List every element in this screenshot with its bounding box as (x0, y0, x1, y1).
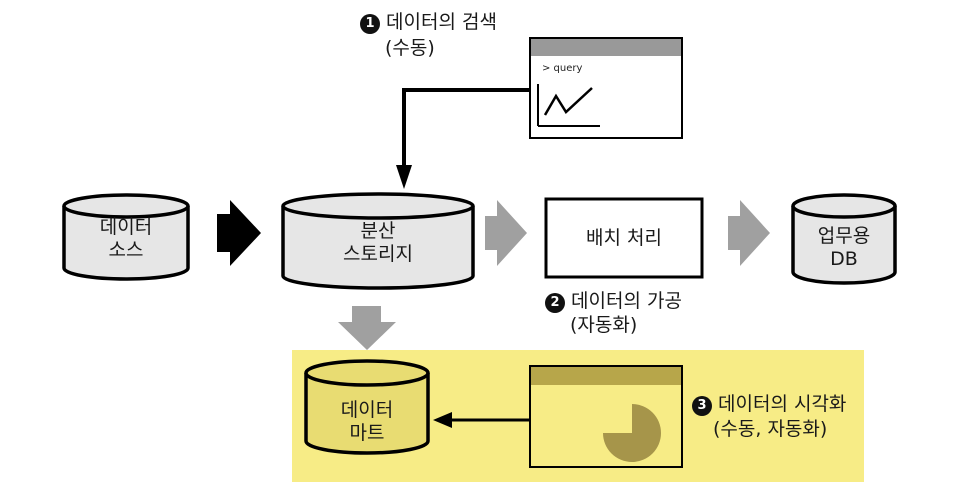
label-batch-processing: 배치 처리 (586, 227, 662, 249)
line-chart-icon (543, 87, 593, 116)
cylinder-distributed-storage (281, 192, 475, 290)
pie-chart-icon (603, 404, 661, 462)
arrow-source-to-storage (217, 200, 261, 266)
step-number-2: 2 (545, 293, 565, 313)
visualization-window (529, 365, 683, 468)
step-number-3: 3 (692, 396, 712, 416)
step-visualization-mode: (수동, 자동화) (713, 418, 828, 440)
step-search-mode: (수동) (385, 37, 435, 59)
step-number-1: 1 (360, 14, 380, 34)
arrow-storage-to-batch (485, 200, 527, 266)
arrow-search (402, 88, 530, 165)
cylinder-data-mart (304, 359, 430, 455)
arrow-search-head (396, 165, 412, 189)
batch-processing-box (544, 197, 704, 279)
arrow-storage-to-mart (338, 306, 396, 350)
arrow-batch-to-db (728, 200, 770, 266)
arrow-visualization-head (433, 412, 452, 428)
query-prompt: > query (542, 63, 583, 74)
step-processing-mode: (자동화) (570, 314, 638, 336)
cylinder-business-db (791, 193, 897, 285)
query-window (529, 37, 683, 139)
cylinder-data-source (62, 193, 190, 281)
